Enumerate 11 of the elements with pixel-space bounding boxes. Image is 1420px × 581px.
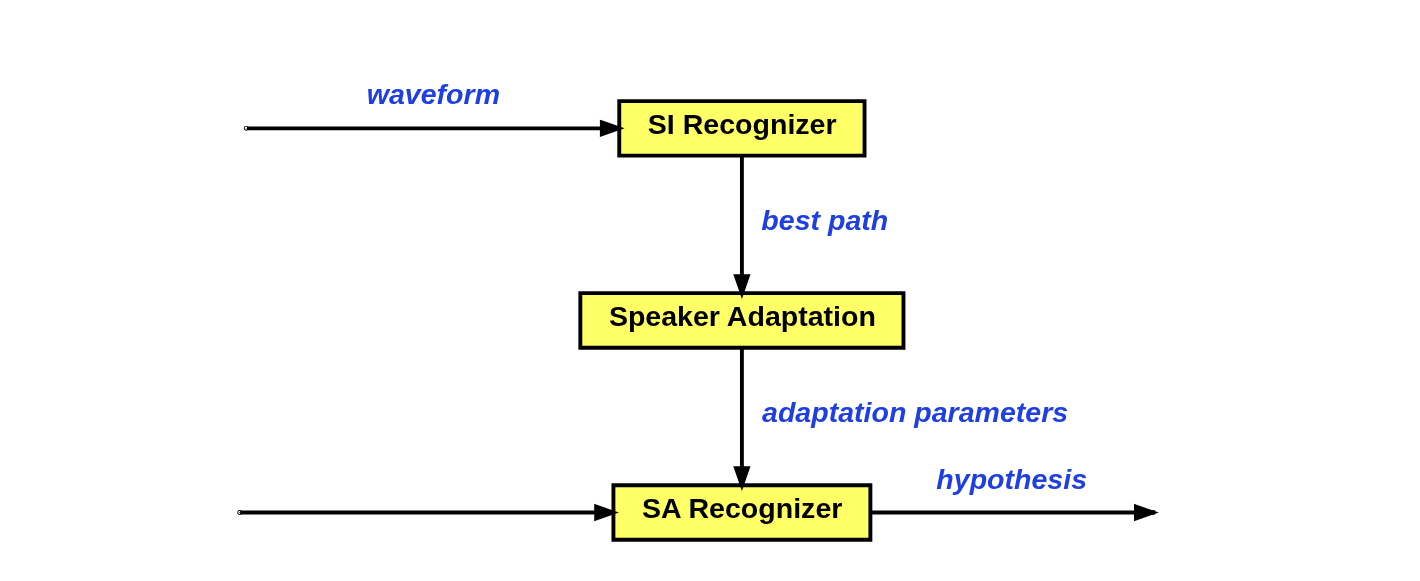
node-box: SA Recognizer: [610, 483, 872, 542]
edge-label: hypothesis: [935, 462, 1087, 495]
arrow: [239, 503, 619, 522]
arrow: [732, 348, 751, 491]
arrow: [732, 156, 751, 299]
node-box: Speaker Adaptation: [577, 291, 905, 350]
edge-label: waveform: [366, 78, 500, 111]
edge-label: best path: [760, 204, 888, 237]
edge-label: adaptation parameters: [761, 396, 1068, 429]
arrow: [246, 119, 625, 137]
node-box: SI Recognizer: [616, 99, 866, 158]
